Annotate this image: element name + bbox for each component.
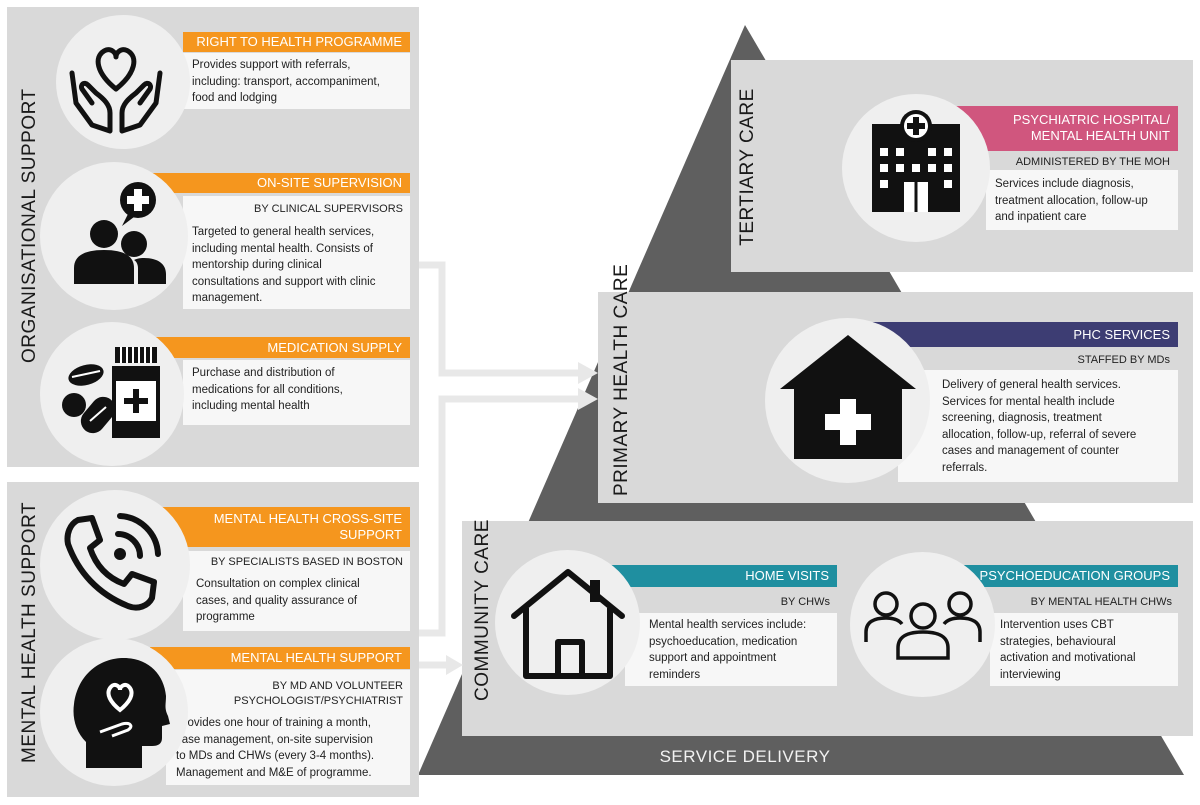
primary-subtitle: STAFFED BY MDs [1077,354,1171,366]
primary-desc: Delivery of general health services.Serv… [942,379,1137,474]
right-to-health-title: RIGHT TO HEALTH PROGRAMME [183,32,410,52]
medication-title: MEDICATION SUPPLY [150,337,410,358]
groups-icon-circle [850,552,995,697]
group-icon [864,591,982,660]
groups-title: PSYCHOEDUCATION GROUPS [955,565,1178,587]
onsite-subtitle: BY CLINICAL SUPERVISORS [254,203,403,215]
home-visits-card [625,613,837,686]
phone-call-icon [64,513,161,611]
home-visits-subtitle: BY CHWs [780,596,830,608]
head-heart-icon [73,658,170,768]
people-medical-icon [74,182,166,284]
crosssite-card [183,551,410,631]
mhsupport-desc: Provides one hour of training a month,ca… [176,717,375,779]
pills-bottle-icon [62,347,160,438]
home-visits-title: HOME VISITS [598,565,837,587]
tertiary-subtitle: ADMINISTERED BY THE MoH [1015,156,1170,168]
hands-heart-icon [69,47,163,134]
onsite-title: ON-SITE SUPERVISION [150,173,410,193]
mhsupport-card [166,670,410,785]
tertiary-desc: Services include diagnosis,treatment all… [995,178,1148,223]
groups-card [990,613,1178,686]
tertiary-card [986,170,1178,230]
crosssite-icon-circle [40,490,190,640]
right-to-health-card [183,53,410,109]
service-delivery-label: SERVICE DELIVERY [659,747,831,766]
primary-title: PHC SERVICES [866,322,1178,347]
hospital-icon [872,110,960,212]
primary-card [898,370,1178,482]
onsite-card [183,196,410,309]
mhsupport-title: MENTAL HEALTH SUPPORT [150,647,410,669]
right-to-health-desc: Provides support with referrals,includin… [192,59,380,104]
onsite-desc: Targeted to general health services,incl… [192,226,376,304]
house-icon [511,569,625,679]
medication-card [183,360,410,425]
crosssite-subtitle: BY SPECIALISTS BASED IN BOSTON [210,556,403,568]
groups-subtitle: BY MENTAL HEALTH CHWs [1030,596,1172,608]
home-visits-desc: Mental health services include:psychoedu… [649,619,807,681]
clinic-house-icon [780,335,916,459]
